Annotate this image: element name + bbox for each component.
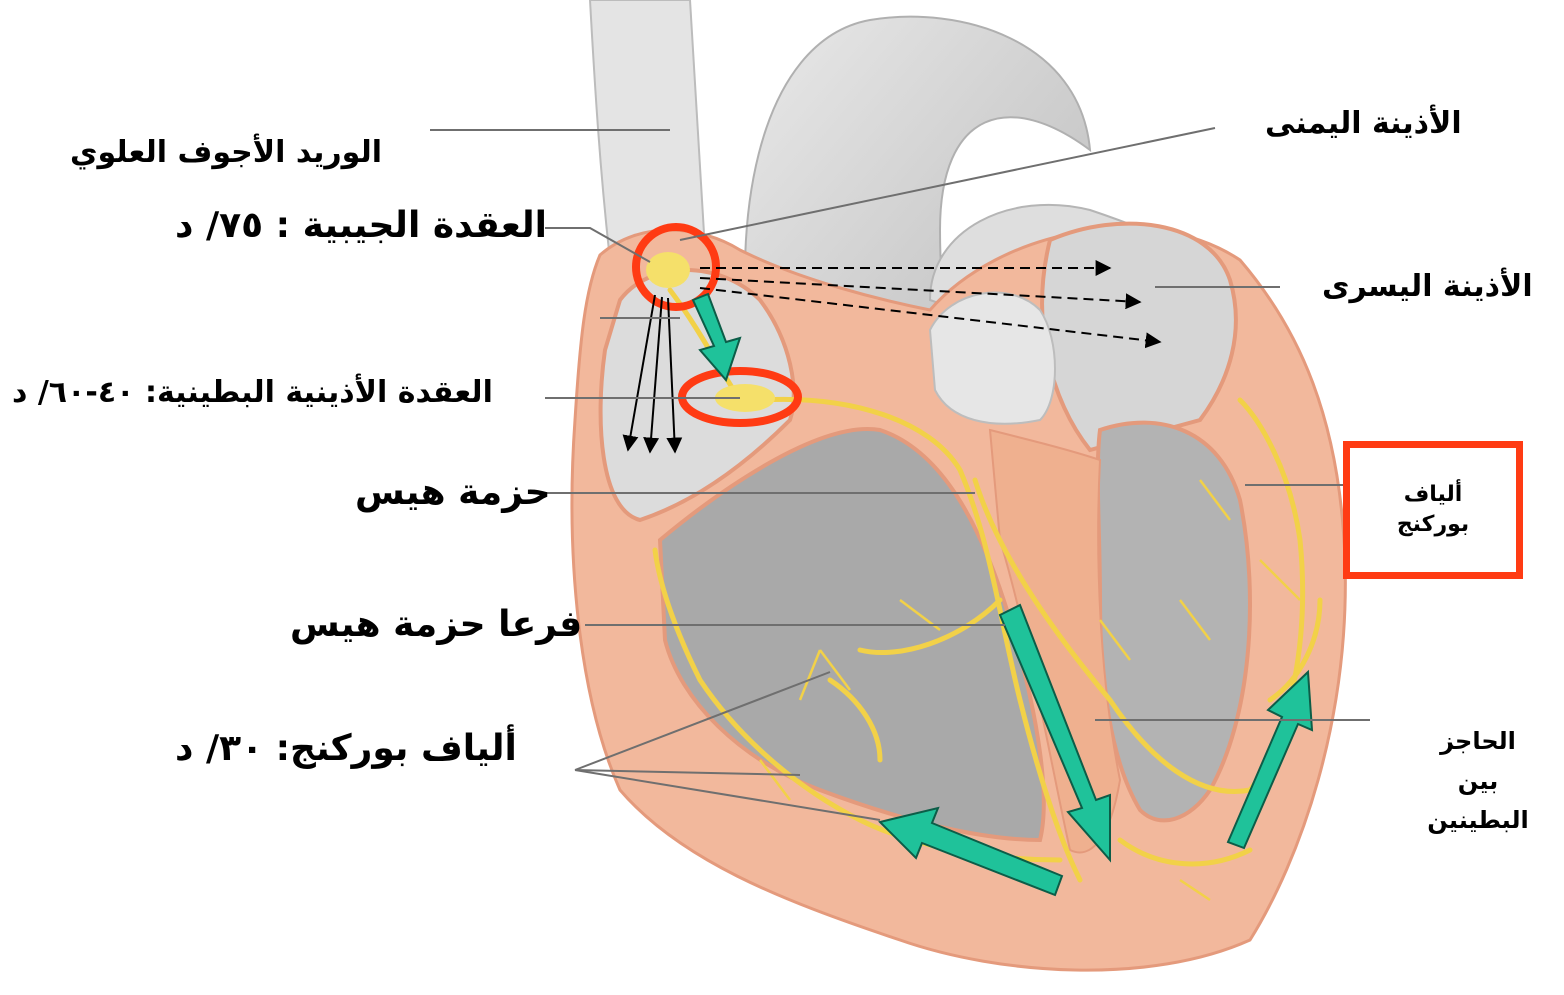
- label-superior-vena-cava: الوريد الأجوف العلوي: [70, 136, 382, 171]
- purkinje-highlight-box: ألياف بوركنج: [1343, 441, 1523, 579]
- sa-node: [646, 252, 690, 288]
- label-sa-node: العقدة الجيبية : ٧٥/ د: [175, 205, 547, 246]
- label-his-bundle: حزمة هيس: [355, 472, 551, 513]
- label-septum: الحاجز بين البطينين: [1418, 728, 1538, 835]
- label-purkinje-rate: ألياف بوركنج: ٣٠/ د: [175, 728, 517, 769]
- aortic-root: [930, 293, 1055, 424]
- label-left-atrium: الأذينة اليسرى: [1322, 270, 1533, 305]
- septum-line3: البطينين: [1418, 807, 1538, 835]
- septum-line1: الحاجز: [1418, 728, 1538, 756]
- label-right-atrium: الأذينة اليمنى: [1265, 107, 1462, 142]
- purkinje-box-line1: ألياف: [1404, 480, 1463, 510]
- label-av-node: العقدة الأذينية البطينية: ٤٠-٦٠/ د: [12, 376, 493, 411]
- label-his-branches: فرعا حزمة هيس: [290, 604, 582, 645]
- purkinje-box-line2: بوركنج: [1397, 510, 1469, 540]
- septum-line2: بين: [1418, 768, 1538, 796]
